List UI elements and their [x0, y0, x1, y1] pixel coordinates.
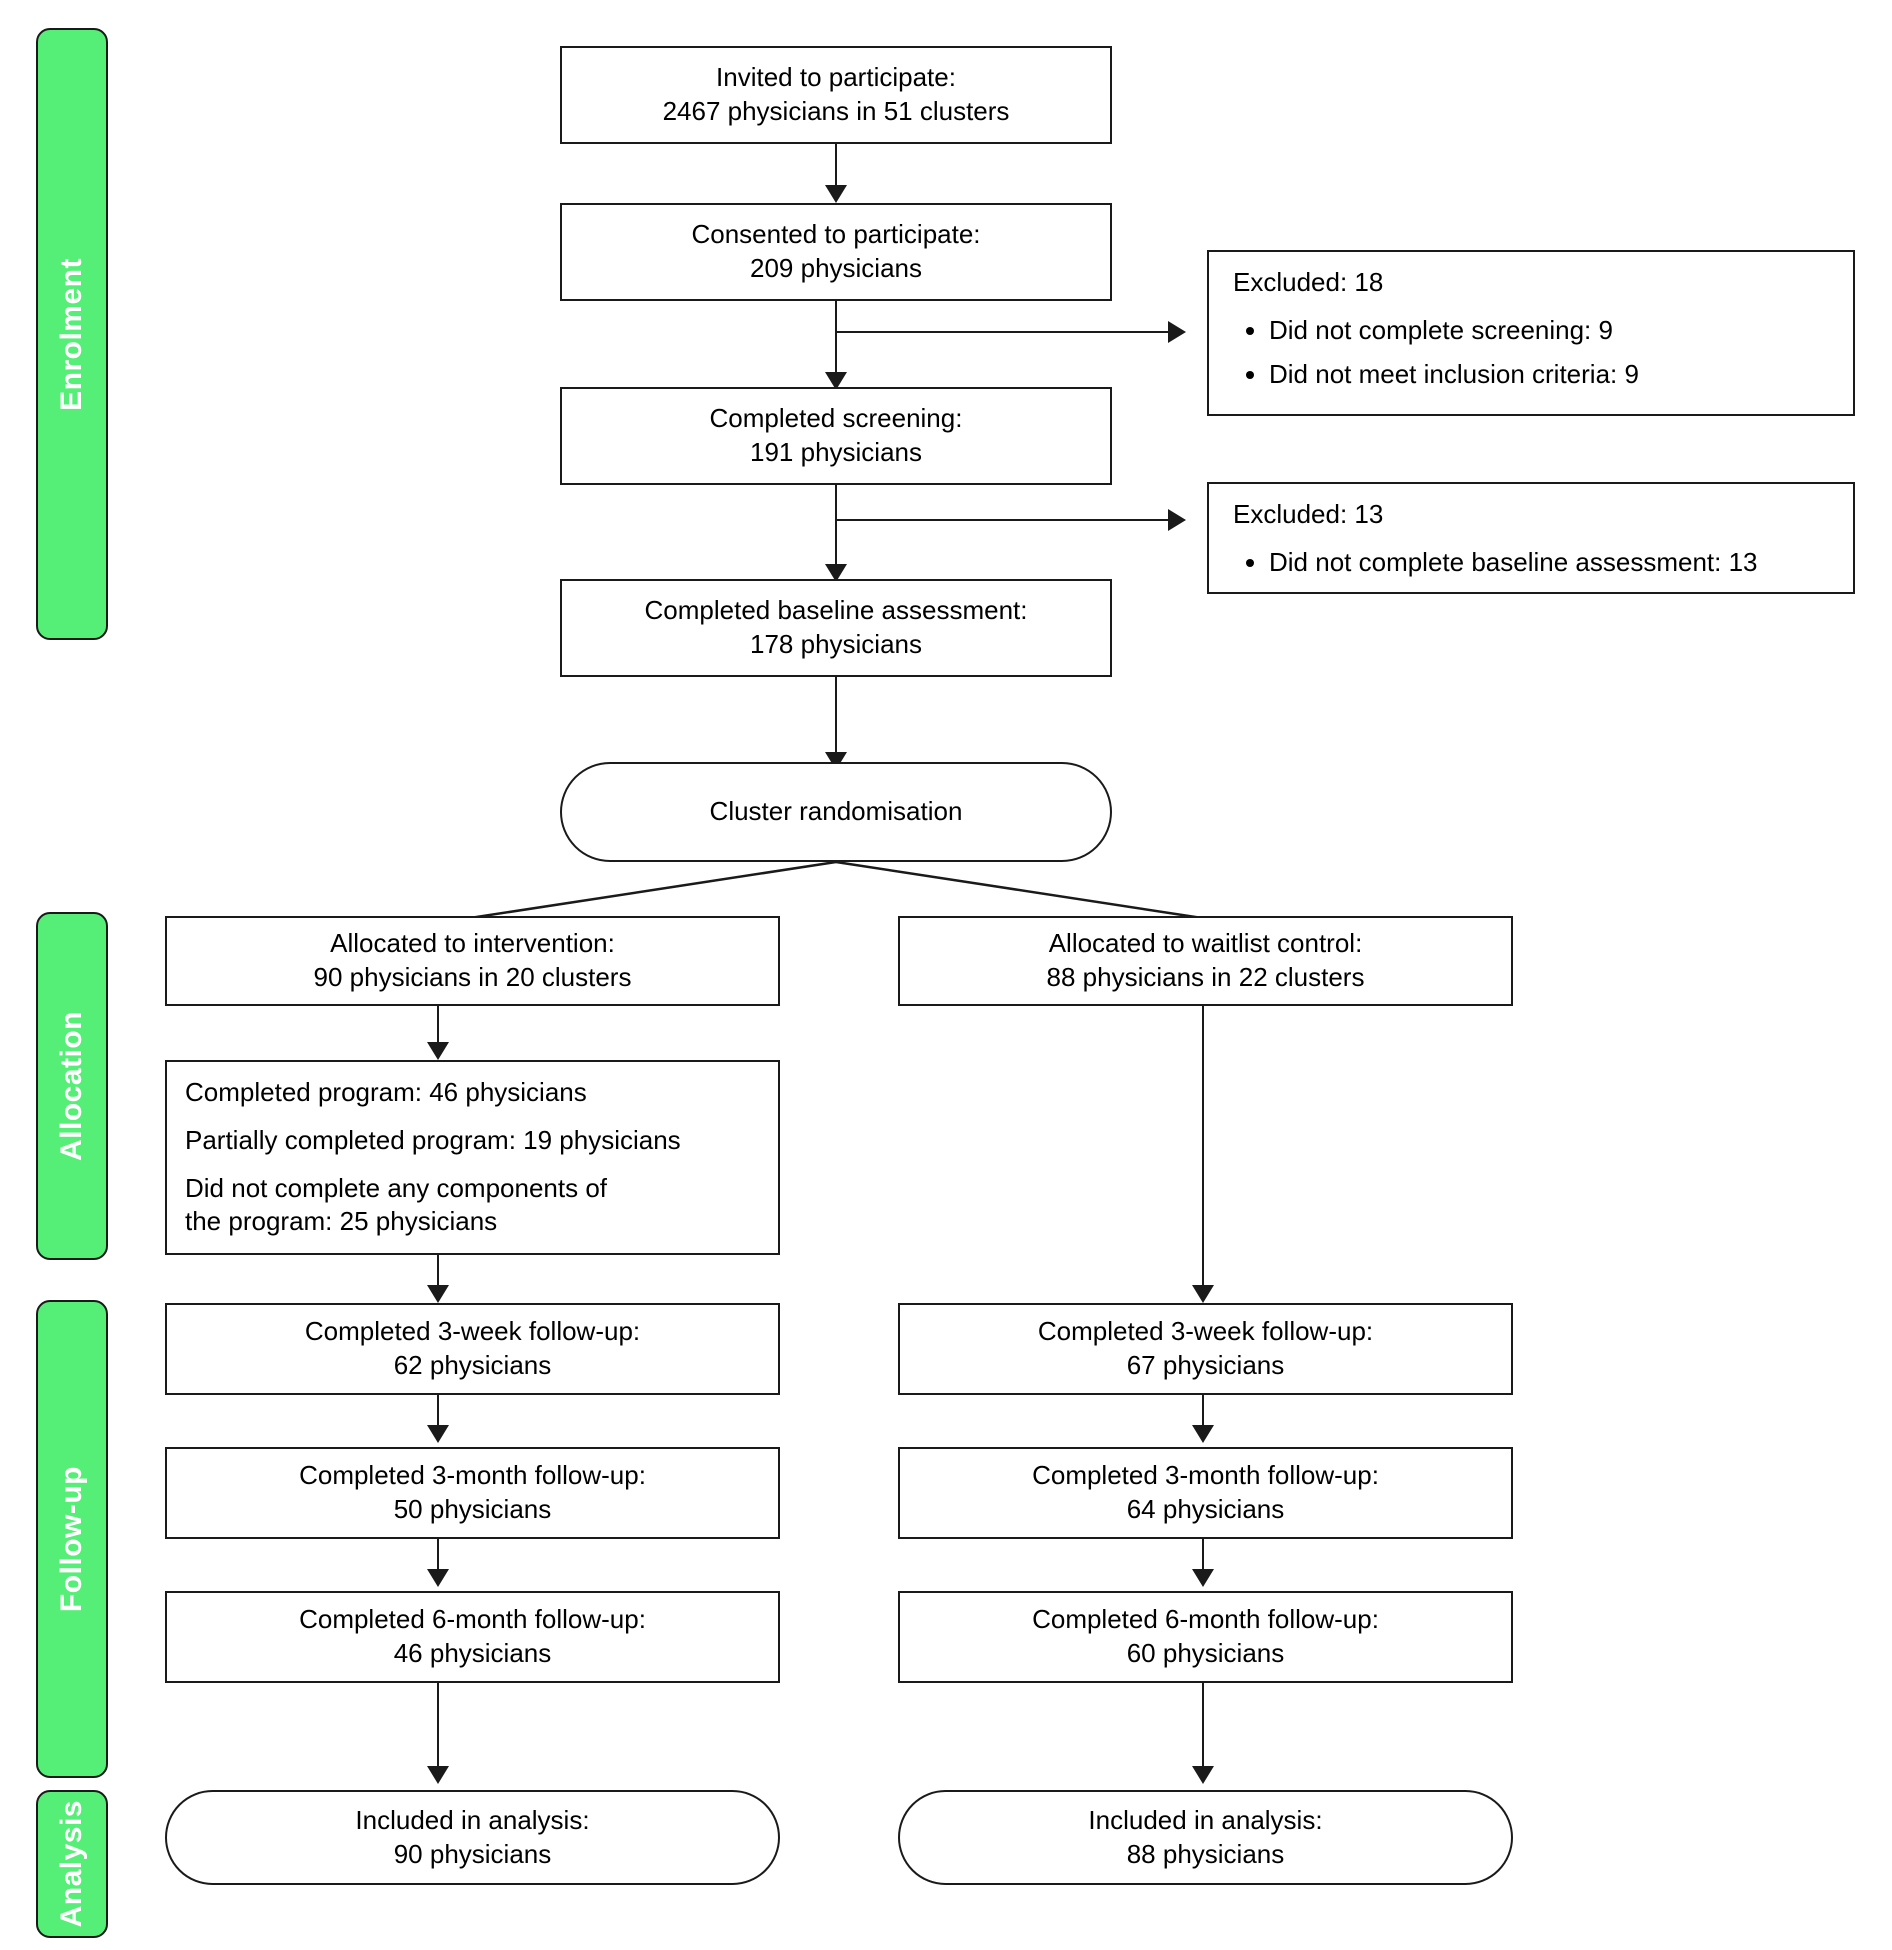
connector-invited-to-consented	[835, 144, 837, 189]
randomisation-split-connectors	[469, 860, 1203, 920]
int-6month-line2: 46 physicians	[393, 1638, 552, 1668]
int-analysis-line1: Included in analysis:	[355, 1804, 590, 1835]
connector-int-6month-to-analysis	[437, 1683, 439, 1775]
arrowhead-screening-to-baseline	[825, 564, 847, 582]
connector-baseline-to-randomisation	[835, 677, 837, 759]
ctl-3month-line2: 64 physicians	[1126, 1494, 1285, 1524]
arrowhead-int-6month-to-analysis	[427, 1766, 449, 1784]
stage-bar-followup: Follow-up	[36, 1300, 108, 1778]
program-uptake-line2: Partially completed program: 19 physicia…	[185, 1124, 681, 1155]
connector-consented-to-screening	[835, 301, 837, 381]
connector-int-3month-to-6month	[437, 1539, 439, 1581]
node-screening-line1: Completed screening:	[709, 403, 963, 434]
arrowhead-consented-to-screening	[825, 372, 847, 390]
branch-line-excluded-18	[835, 331, 1170, 333]
node-allocated-intervention: Allocated to intervention: 90 physicians…	[165, 916, 780, 1006]
exclusion-1-item-0: Did not complete screening: 9	[1269, 314, 1833, 348]
stage-bar-allocation: Allocation	[36, 912, 108, 1260]
program-uptake-line3: Did not complete any components of	[185, 1172, 608, 1203]
exclusion-2-header: Excluded: 13	[1233, 499, 1384, 529]
stage-label-enrolment: Enrolment	[55, 257, 88, 411]
int-3week-line1: Completed 3-week follow-up:	[304, 1316, 641, 1347]
ctl-6month-line2: 60 physicians	[1126, 1638, 1285, 1668]
exclusion-1-item-1: Did not meet inclusion criteria: 9	[1269, 358, 1833, 392]
node-control-6month: Completed 6-month follow-up: 60 physicia…	[898, 1591, 1513, 1683]
node-intervention-analysis: Included in analysis: 90 physicians	[165, 1790, 780, 1885]
program-uptake-line4: the program: 25 physicians	[185, 1206, 498, 1237]
arrowhead-ctl-3month-to-6month	[1192, 1569, 1214, 1587]
node-invited: Invited to participate: 2467 physicians …	[560, 46, 1112, 144]
stage-bar-enrolment: Enrolment	[36, 28, 108, 640]
int-3month-line1: Completed 3-month follow-up:	[299, 1460, 646, 1491]
exclusion-box-2: Excluded: 13 Did not complete baseline a…	[1207, 482, 1855, 594]
node-control-analysis: Included in analysis: 88 physicians	[898, 1790, 1513, 1885]
node-control-3month: Completed 3-month follow-up: 64 physicia…	[898, 1447, 1513, 1539]
node-intervention-3month: Completed 3-month follow-up: 50 physicia…	[165, 1447, 780, 1539]
arrowhead-alloc-ctl-to-3week	[1192, 1285, 1214, 1303]
exclusion-1-list: Did not complete screening: 9 Did not me…	[1233, 314, 1833, 392]
connector-alloc-ctl-to-3week	[1202, 1006, 1204, 1294]
connector-ctl-3month-to-6month	[1202, 1539, 1204, 1581]
int-3month-line2: 50 physicians	[393, 1494, 552, 1524]
node-alloc-ctl-line2: 88 physicians in 22 clusters	[1046, 962, 1365, 992]
connector-alloc-int-to-program	[437, 1006, 439, 1051]
node-invited-line1: Invited to participate:	[716, 62, 956, 93]
exclusion-1-header: Excluded: 18	[1233, 267, 1384, 297]
stage-label-analysis: Analysis	[55, 1800, 88, 1928]
exclusion-box-1: Excluded: 18 Did not complete screening:…	[1207, 250, 1855, 416]
ctl-analysis-line1: Included in analysis:	[1088, 1804, 1323, 1835]
node-consented: Consented to participate: 209 physicians	[560, 203, 1112, 301]
node-intervention-3week: Completed 3-week follow-up: 62 physician…	[165, 1303, 780, 1395]
node-alloc-int-line2: 90 physicians in 20 clusters	[313, 962, 632, 992]
node-cluster-randomisation: Cluster randomisation	[560, 762, 1112, 862]
arrowhead-excluded-18	[1168, 321, 1186, 343]
node-randomisation-label: Cluster randomisation	[709, 796, 963, 827]
arrowhead-ctl-3week-to-3month	[1192, 1425, 1214, 1443]
ctl-3month-line1: Completed 3-month follow-up:	[1032, 1460, 1379, 1491]
exclusion-2-list: Did not complete baseline assessment: 13	[1233, 546, 1833, 580]
node-intervention-6month: Completed 6-month follow-up: 46 physicia…	[165, 1591, 780, 1683]
node-invited-line2: 2467 physicians in 51 clusters	[662, 96, 1010, 126]
ctl-6month-line1: Completed 6-month follow-up:	[1032, 1604, 1379, 1635]
node-screening: Completed screening: 191 physicians	[560, 387, 1112, 485]
ctl-3week-line1: Completed 3-week follow-up:	[1037, 1316, 1374, 1347]
node-consented-line2: 209 physicians	[750, 253, 922, 283]
arrowhead-invited-to-consented	[825, 185, 847, 203]
arrowhead-excluded-13	[1168, 509, 1186, 531]
stage-bar-analysis: Analysis	[36, 1790, 108, 1938]
node-screening-line2: 191 physicians	[750, 437, 922, 467]
arrowhead-int-3week-to-3month	[427, 1425, 449, 1443]
connector-screening-to-baseline	[835, 485, 837, 573]
connector-ctl-3week-to-3month	[1202, 1395, 1204, 1437]
node-control-3week: Completed 3-week follow-up: 67 physician…	[898, 1303, 1513, 1395]
stage-label-followup: Follow-up	[55, 1465, 88, 1613]
branch-line-excluded-13	[835, 519, 1170, 521]
arrowhead-program-to-3week	[427, 1285, 449, 1303]
int-3week-line2: 62 physicians	[393, 1350, 552, 1380]
node-baseline-line2: 178 physicians	[750, 629, 922, 659]
node-alloc-int-line1: Allocated to intervention:	[330, 928, 615, 959]
exclusion-2-item-0: Did not complete baseline assessment: 13	[1269, 546, 1833, 580]
connector-ctl-6month-to-analysis	[1202, 1683, 1204, 1775]
program-uptake-line1: Completed program: 46 physicians	[185, 1076, 587, 1107]
ctl-3week-line2: 67 physicians	[1126, 1350, 1285, 1380]
node-program-uptake: Completed program: 46 physicians Partial…	[165, 1060, 780, 1255]
node-baseline-line1: Completed baseline assessment:	[644, 595, 1028, 626]
node-alloc-ctl-line1: Allocated to waitlist control:	[1048, 928, 1363, 959]
arrowhead-int-3month-to-6month	[427, 1569, 449, 1587]
arrowhead-alloc-int-to-program	[427, 1042, 449, 1060]
stage-label-allocation: Allocation	[55, 1010, 88, 1161]
ctl-analysis-line2: 88 physicians	[1126, 1838, 1285, 1869]
node-baseline: Completed baseline assessment: 178 physi…	[560, 579, 1112, 677]
connector-program-to-3week	[437, 1255, 439, 1297]
arrowhead-ctl-6month-to-analysis	[1192, 1766, 1214, 1784]
int-6month-line1: Completed 6-month follow-up:	[299, 1604, 646, 1635]
node-allocated-control: Allocated to waitlist control: 88 physic…	[898, 916, 1513, 1006]
node-consented-line1: Consented to participate:	[691, 219, 981, 250]
connector-int-3week-to-3month	[437, 1395, 439, 1437]
int-analysis-line2: 90 physicians	[393, 1838, 552, 1869]
